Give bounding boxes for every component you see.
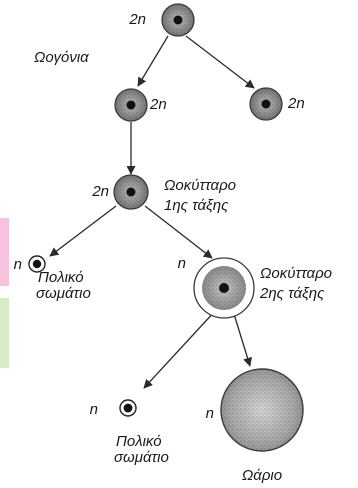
polar-body-1-name-line2: σωμάτιο	[36, 285, 91, 302]
arrow-oogonium-to-left	[137, 35, 169, 87]
arrow-secondary-to-ovum	[233, 313, 252, 367]
ovum-name-label: Ωάριο	[242, 467, 282, 484]
oogonium-left-cell	[114, 88, 148, 122]
arrow-oogonium-to-right	[185, 35, 255, 89]
oogonium-right-cell	[249, 87, 283, 121]
oogonium-top-ploidy-label: 2n	[128, 11, 146, 28]
oogonium-name-label: Ωογόνια	[34, 49, 89, 66]
arrows-group	[49, 35, 255, 389]
ovum-cell	[220, 368, 304, 452]
pink-margin-tab	[0, 218, 9, 286]
secondary-oocyte-name-line2: 2ης τάξης	[259, 285, 325, 302]
nucleus-icon	[126, 100, 136, 110]
secondary-oocyte-ploidy-label: n	[178, 255, 186, 272]
polar-body-1-cell	[28, 255, 46, 273]
oogonium-right-ploidy-label: 2n	[287, 95, 305, 112]
arrow-primary-to-secondary-oocyte	[144, 205, 213, 259]
oogonium-top-cell	[161, 3, 195, 37]
primary-oocyte-cell	[113, 174, 149, 210]
nucleus-icon	[219, 283, 229, 293]
secondary-oocyte-name-line1: Ωοκύτταρο	[260, 265, 332, 282]
nucleus-icon	[123, 403, 133, 413]
polar-body-2-cell	[119, 399, 137, 417]
nucleus-icon	[32, 259, 42, 269]
arrow-secondary-to-polar-body-2	[143, 309, 217, 389]
polar-body-1-name-line1: Πολικό	[38, 269, 84, 286]
ovum-ploidy-label: n	[206, 405, 214, 422]
primary-oocyte-ploidy-label: 2n	[91, 183, 109, 200]
polar-body-2-name-line1: Πολικό	[116, 433, 162, 450]
polar-body-1-ploidy-label: n	[14, 256, 22, 273]
primary-oocyte-name-line1: Ωοκύτταρο	[164, 177, 236, 194]
nucleus-icon	[261, 99, 271, 109]
polar-body-2-ploidy-label: n	[90, 401, 98, 418]
arrow-primary-to-polar-body-1	[49, 205, 117, 257]
green-margin-tab	[0, 298, 9, 368]
oogonium-left-ploidy-label: 2n	[149, 96, 167, 113]
nucleus-icon	[126, 187, 136, 197]
nucleus-icon	[173, 15, 183, 25]
polar-body-2-name-line2: σωμάτιο	[114, 449, 169, 466]
primary-oocyte-name-line2: 1ης τάξης	[164, 197, 229, 214]
secondary-oocyte-cell	[193, 257, 255, 319]
